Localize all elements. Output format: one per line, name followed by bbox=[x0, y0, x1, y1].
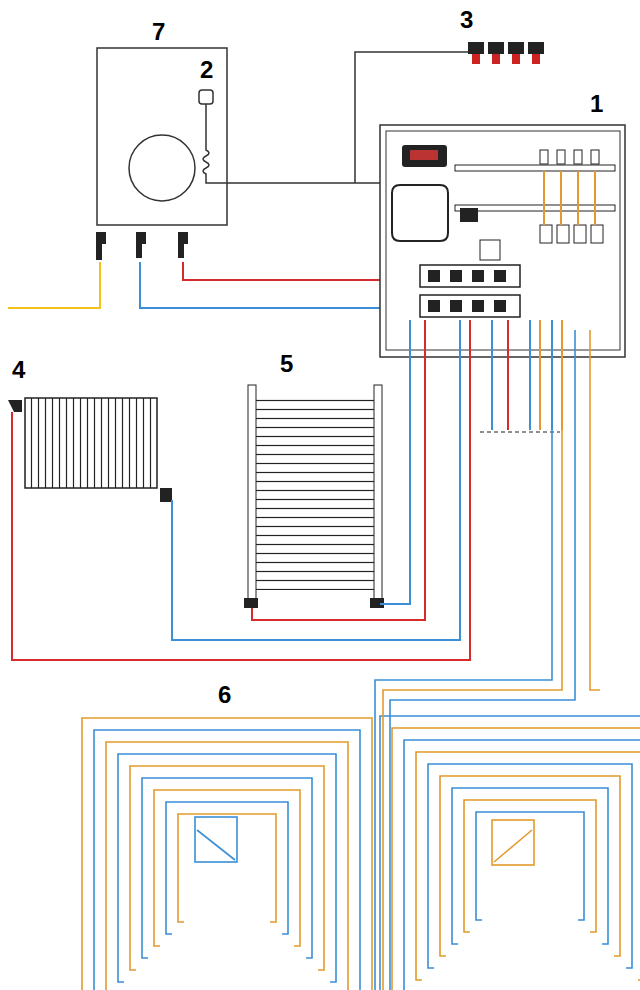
pipe-stub bbox=[491, 320, 493, 430]
fitting bbox=[428, 270, 440, 282]
pipe bbox=[577, 171, 579, 225]
pipe-stub bbox=[507, 320, 509, 430]
floor-loop bbox=[178, 814, 276, 922]
actuator bbox=[488, 42, 504, 54]
actuator-pin bbox=[512, 54, 520, 64]
pipe bbox=[594, 171, 596, 225]
valve bbox=[574, 225, 586, 243]
valve bbox=[591, 225, 603, 243]
floor-loop bbox=[195, 817, 237, 862]
floor-loop bbox=[492, 820, 534, 865]
callout-number: 7 bbox=[152, 20, 165, 44]
floor-feed bbox=[590, 330, 600, 690]
pipe bbox=[543, 171, 545, 225]
valve bbox=[557, 150, 565, 164]
callout-number: 6 bbox=[218, 683, 231, 707]
floor-loop bbox=[130, 766, 324, 970]
fitting bbox=[450, 270, 462, 282]
fitting bbox=[472, 270, 484, 282]
fitting bbox=[450, 300, 462, 312]
return-pipe bbox=[140, 262, 420, 308]
towel-rail bbox=[244, 385, 384, 608]
actuator bbox=[508, 42, 524, 54]
callout-number: 2 bbox=[200, 58, 213, 82]
floor-loop bbox=[197, 830, 235, 860]
floor-loop bbox=[94, 730, 360, 990]
valve bbox=[540, 150, 548, 164]
floor-loop bbox=[392, 728, 640, 990]
actuator-pin bbox=[472, 54, 480, 64]
floor-loop bbox=[380, 716, 640, 990]
floor-loop bbox=[154, 790, 300, 946]
valve bbox=[591, 150, 599, 164]
gas-pipe bbox=[8, 262, 100, 308]
floor-loop bbox=[428, 764, 632, 968]
floor-loop bbox=[440, 776, 620, 956]
valve bbox=[574, 150, 582, 164]
manifold-box bbox=[380, 125, 625, 357]
pipe bbox=[560, 171, 562, 225]
actuator bbox=[468, 42, 484, 54]
floor-loop bbox=[464, 800, 596, 932]
thermostat bbox=[199, 90, 380, 183]
callout-number: 1 bbox=[590, 92, 603, 116]
fitting bbox=[494, 270, 506, 282]
fitting bbox=[428, 300, 440, 312]
valve bbox=[540, 225, 552, 243]
radiator bbox=[8, 398, 172, 502]
floor-loop bbox=[166, 802, 288, 934]
callout-number: 4 bbox=[12, 358, 25, 382]
callout-number: 5 bbox=[280, 352, 293, 376]
floor-feed bbox=[390, 330, 575, 990]
pipe-stub bbox=[529, 320, 531, 430]
floor-feed bbox=[383, 430, 562, 990]
floor-loop bbox=[82, 718, 372, 990]
actuator-pin bbox=[492, 54, 500, 64]
pipe-stub bbox=[539, 320, 541, 430]
floor-loop bbox=[476, 812, 584, 920]
fitting bbox=[494, 300, 506, 312]
floor-loop bbox=[416, 752, 640, 980]
fitting bbox=[472, 300, 484, 312]
boiler bbox=[96, 48, 227, 260]
pipe-stub bbox=[551, 320, 553, 430]
floor-loop bbox=[494, 830, 532, 862]
floor-loop bbox=[118, 754, 336, 982]
valve bbox=[557, 225, 569, 243]
floor-feed bbox=[375, 430, 552, 990]
floor-loop bbox=[452, 788, 608, 944]
floor-loop bbox=[404, 740, 640, 990]
floor-loop bbox=[142, 778, 312, 958]
pipe-stub bbox=[561, 320, 563, 430]
actuator-pin bbox=[532, 54, 540, 64]
floor-loop bbox=[106, 742, 348, 990]
actuator bbox=[528, 42, 544, 54]
underfloor-loops bbox=[82, 330, 640, 990]
callout-number: 3 bbox=[460, 8, 473, 32]
